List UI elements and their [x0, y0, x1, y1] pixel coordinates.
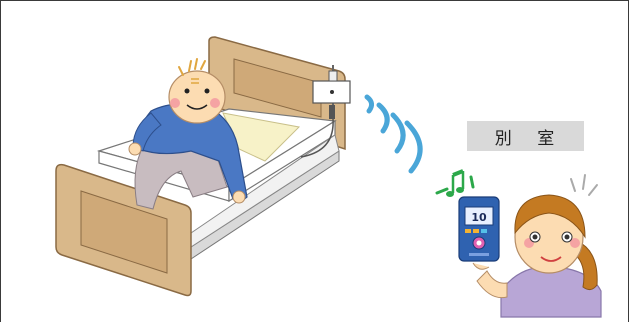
pager-device: 10	[459, 197, 499, 269]
room-label: 別 室	[467, 121, 584, 151]
pager-display-number: 10	[471, 211, 487, 224]
music-note-icon	[437, 171, 473, 197]
wireless-waves-icon	[367, 97, 420, 171]
